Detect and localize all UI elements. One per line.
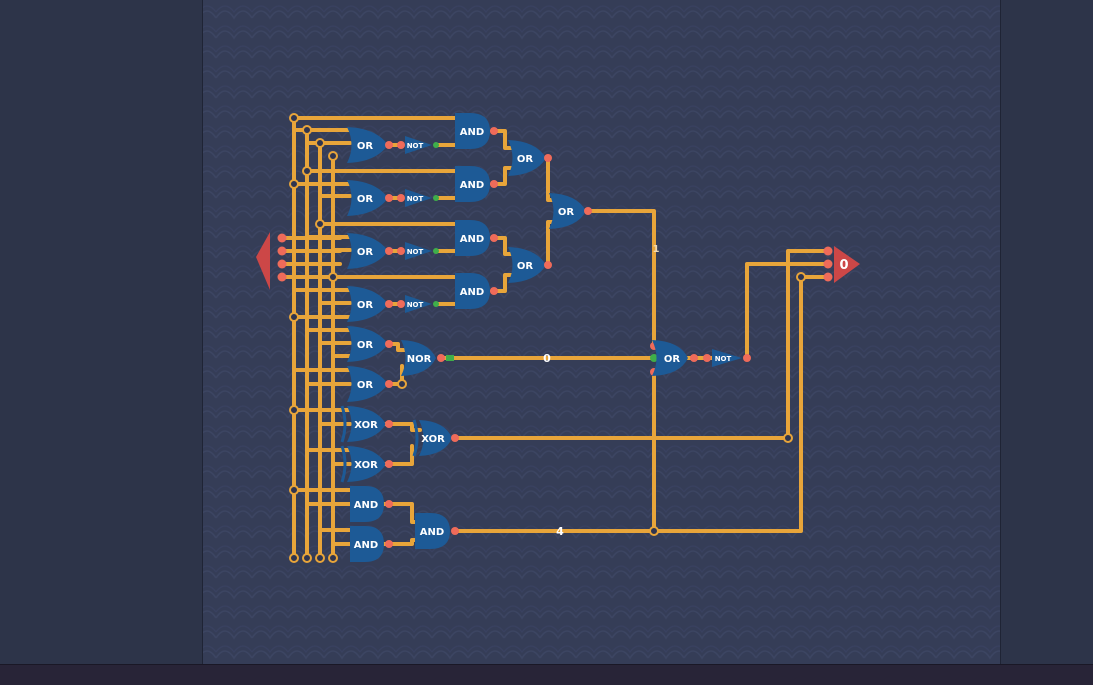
and-gate[interactable]: AND xyxy=(350,486,393,522)
or-gate[interactable]: OR xyxy=(347,286,393,322)
and-gate[interactable]: AND xyxy=(455,113,498,149)
svg-text:OR: OR xyxy=(357,340,374,351)
xor-gate[interactable]: XOR xyxy=(340,405,393,443)
xor-gate[interactable]: XOR xyxy=(340,445,393,483)
svg-text:XOR: XOR xyxy=(354,420,378,431)
not-gate[interactable]: NOT xyxy=(703,349,751,367)
or-gate[interactable]: OR xyxy=(508,140,552,176)
svg-text:OR: OR xyxy=(558,207,575,218)
right-panel xyxy=(1000,0,1093,664)
svg-text:OR: OR xyxy=(664,354,681,365)
svg-text:OR: OR xyxy=(517,154,534,165)
wire-label-one: 1 xyxy=(653,244,660,255)
and-gate[interactable]: AND xyxy=(455,273,498,309)
and-gate[interactable]: AND xyxy=(350,526,393,562)
svg-text:OR: OR xyxy=(357,380,374,391)
svg-text:AND: AND xyxy=(420,527,444,538)
svg-text:AND: AND xyxy=(460,180,484,191)
not-gate[interactable]: NOT xyxy=(397,189,439,207)
not-gate[interactable]: NOT xyxy=(397,242,439,260)
svg-text:NOT: NOT xyxy=(407,248,424,256)
svg-text:AND: AND xyxy=(354,540,378,551)
circuit-diagram[interactable]: OR OR OR OR OR OR NOT NOT xyxy=(203,0,1000,664)
output-node[interactable]: 0 xyxy=(823,246,861,283)
svg-text:XOR: XOR xyxy=(421,434,445,445)
or-gate[interactable]: OR xyxy=(549,193,592,229)
or-gate[interactable]: OR xyxy=(650,340,698,376)
and-gate[interactable]: AND xyxy=(415,513,459,549)
bottom-bar xyxy=(0,664,1093,685)
output-value: 0 xyxy=(839,258,848,273)
svg-text:NOR: NOR xyxy=(407,354,432,365)
svg-text:NOT: NOT xyxy=(715,355,732,363)
not-gate[interactable]: NOT xyxy=(397,295,439,313)
or-gate[interactable]: OR xyxy=(347,366,393,402)
wire-junctions xyxy=(289,113,806,563)
svg-text:AND: AND xyxy=(460,234,484,245)
nor-gate[interactable]: NOR xyxy=(401,340,454,376)
svg-text:XOR: XOR xyxy=(354,460,378,471)
wire-label-zero: 0 xyxy=(543,352,551,365)
svg-text:NOT: NOT xyxy=(407,142,424,150)
svg-text:OR: OR xyxy=(357,300,374,311)
not-gate[interactable]: NOT xyxy=(397,136,439,154)
svg-text:NOT: NOT xyxy=(407,301,424,309)
svg-text:NOT: NOT xyxy=(407,195,424,203)
xor-gate[interactable]: XOR xyxy=(412,419,459,457)
wire-label-four: 4 xyxy=(556,525,564,538)
or-gate[interactable]: OR xyxy=(347,326,393,362)
wires xyxy=(280,116,830,560)
left-panel xyxy=(0,0,203,664)
or-gate[interactable]: OR xyxy=(347,180,393,216)
and-gate[interactable]: AND xyxy=(455,220,498,256)
input-node[interactable] xyxy=(256,232,287,290)
svg-text:OR: OR xyxy=(517,261,534,272)
svg-text:AND: AND xyxy=(460,287,484,298)
svg-text:AND: AND xyxy=(354,500,378,511)
svg-text:AND: AND xyxy=(460,127,484,138)
svg-text:OR: OR xyxy=(357,194,374,205)
and-gate[interactable]: AND xyxy=(455,166,498,202)
circuit-canvas[interactable]: OR OR OR OR OR OR NOT NOT xyxy=(203,0,1000,664)
or-gate[interactable]: OR xyxy=(347,127,393,163)
or-gate[interactable]: OR xyxy=(508,247,552,283)
or-gate[interactable]: OR xyxy=(347,233,393,269)
svg-text:OR: OR xyxy=(357,247,374,258)
svg-text:OR: OR xyxy=(357,141,374,152)
